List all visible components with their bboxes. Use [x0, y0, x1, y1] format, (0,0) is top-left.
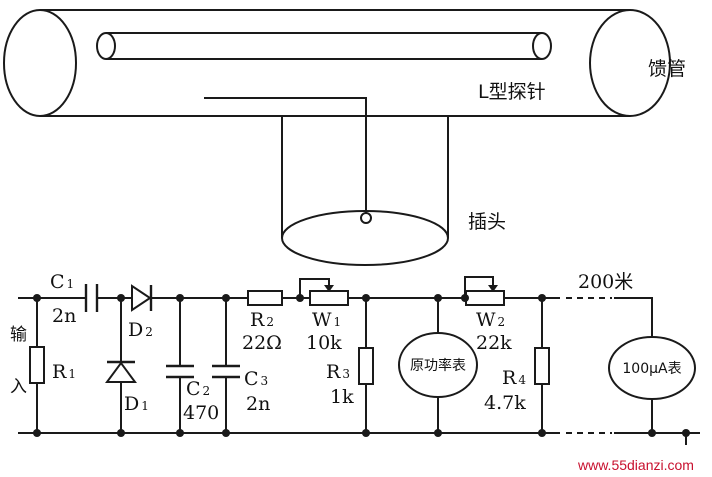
probe-label: L型探针	[478, 81, 546, 103]
r2-value: 22Ω	[242, 332, 282, 354]
potentiometer-w1	[299, 278, 349, 306]
feed-tube-label: 馈管	[648, 58, 686, 80]
power-meter-label: 原功率表	[410, 357, 466, 374]
ua-meter-label: 100μA表	[622, 361, 681, 377]
c1-value: 2n	[52, 305, 76, 327]
potentiometer-w2	[464, 276, 505, 306]
top-rail	[18, 297, 653, 345]
r4-value: 4.7k	[484, 392, 526, 414]
w2-value: 22k	[476, 332, 512, 354]
capacitor-c3	[212, 298, 240, 433]
resistor-r2	[247, 290, 283, 306]
watermark: www.55dianzi.com	[577, 457, 694, 473]
w1-value: 10k	[306, 332, 342, 354]
r3-value: 1k	[330, 386, 354, 408]
distance-label: 200米	[578, 271, 633, 293]
feed-tube	[3, 9, 671, 117]
junction-dots	[33, 294, 690, 437]
resistor-r4	[534, 298, 550, 433]
c3-value: 2n	[246, 393, 270, 415]
capacitor-c1	[84, 284, 99, 312]
diode-d2	[131, 284, 153, 312]
input-label-top: 输	[10, 325, 27, 345]
plug-label: 插头	[468, 211, 506, 233]
input-label-bottom: 入	[10, 377, 27, 397]
resistor-r3	[358, 298, 374, 433]
c2-value: 470	[183, 402, 219, 424]
ua-meter	[608, 336, 696, 445]
inner-conductor	[96, 32, 552, 60]
diode-d1	[105, 298, 137, 433]
l-probe	[204, 97, 372, 224]
capacitor-c2	[166, 298, 194, 433]
plug	[281, 116, 449, 266]
power-meter	[398, 298, 478, 433]
resistor-r1	[29, 298, 45, 433]
